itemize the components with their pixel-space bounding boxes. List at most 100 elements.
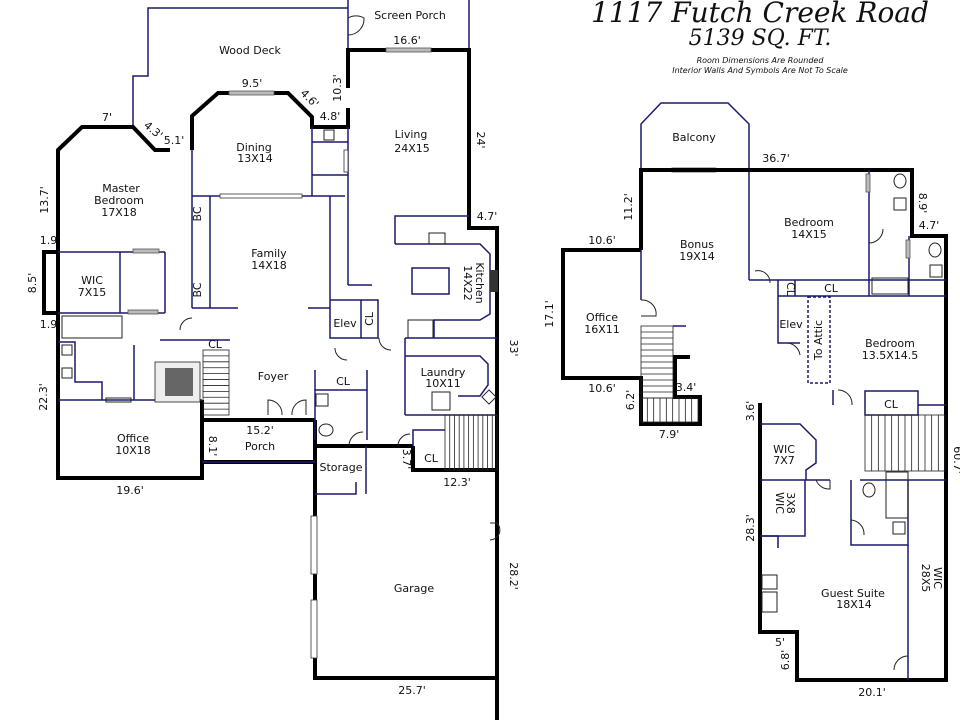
dimension-label: 20.1': [858, 686, 886, 699]
room-office-size: 10X18: [115, 444, 151, 457]
door-arc: [868, 228, 884, 244]
dimension-label: 25.7': [398, 684, 426, 697]
room-bedroom-1-name: Bedroom: [784, 216, 834, 229]
bath-wall: [850, 480, 909, 546]
garage-window-icon: [310, 515, 318, 575]
dimension-label: 1.9': [40, 318, 61, 331]
staircase-icon: [202, 349, 230, 416]
room-guest-suite-name: Guest Suite: [821, 587, 885, 600]
property-address-title: 1117 Futch Creek Road: [591, 0, 929, 29]
room-family-name: Family: [251, 247, 287, 260]
door-arc: [378, 337, 392, 351]
wic-wall: [760, 423, 817, 480]
door-arc: [334, 347, 348, 361]
window-icon: [343, 149, 349, 173]
room-foyer: Foyer: [258, 370, 289, 383]
room-master-size: 17X18: [101, 206, 137, 219]
room-guest-suite-size: 18X14: [836, 598, 872, 611]
room-wood-deck: Wood Deck: [219, 44, 281, 57]
room-office-name: Office: [117, 432, 149, 445]
attic-access-label: To Attic: [812, 320, 825, 361]
sink-icon: [929, 264, 943, 278]
dimension-label: 7': [102, 111, 112, 124]
rounding-note: Room Dimensions Are Rounded: [696, 56, 824, 65]
room-living-name: Living: [395, 128, 428, 141]
window-icon: [865, 173, 871, 193]
room-office-size: 16X11: [584, 323, 620, 336]
room-family-size: 14X18: [251, 259, 287, 272]
dimension-label: 19.6': [116, 484, 144, 497]
sink-icon: [481, 389, 497, 405]
room-bonus-name: Bonus: [680, 238, 714, 251]
bathtub-icon: [871, 277, 909, 295]
dimension-label: 5': [775, 636, 785, 649]
sink-icon: [428, 232, 446, 245]
dimension-label: 4.7': [477, 210, 498, 223]
scale-note: Interior Walls And Symbols Are Not To Sc…: [672, 66, 848, 75]
fireplace-hearth: [165, 368, 193, 396]
second-floor-exterior-wall: [639, 168, 948, 682]
room-wic-size: 7X15: [78, 286, 107, 299]
closet-label: CL: [884, 398, 899, 411]
dimension-label: 28.3': [744, 514, 757, 542]
elevator-wall: [777, 296, 800, 344]
room-living-size: 24X15: [394, 142, 430, 155]
room-bonus-size: 19X14: [679, 250, 715, 263]
room-bedroom-2-name: Bedroom: [865, 337, 915, 350]
dimension-label: 4.8': [320, 110, 341, 123]
closet-label: CL: [208, 338, 223, 351]
living-exterior-wall: [346, 48, 499, 720]
closet-label: CL: [824, 282, 839, 295]
window-icon: [127, 309, 159, 315]
door-arc: [787, 342, 801, 356]
door-arc: [893, 655, 909, 671]
room-wic-3-size: 28X5: [919, 564, 932, 593]
dimension-label: 5.1': [164, 134, 185, 147]
square-footage: 5139 SQ. FT.: [688, 26, 832, 51]
room-laundry-size: 10X11: [425, 377, 461, 390]
storage-wall: [315, 482, 357, 495]
closet-label: CL: [784, 282, 797, 297]
kitchenette-wall: [760, 535, 779, 548]
sink-icon: [61, 344, 73, 356]
kitchen-island: [411, 267, 450, 295]
room-master-name-2: Bedroom: [94, 194, 144, 207]
dimension-label: 24': [474, 131, 487, 148]
window-icon: [905, 239, 911, 259]
second-floor-plan: Balcony Bonus 19X14 Bedroom 14X15 Office…: [543, 102, 960, 699]
toilet-icon: [862, 482, 876, 498]
dimension-label: 8.5': [26, 273, 39, 294]
dimension-label: 3.6': [744, 401, 757, 422]
closet-label: CL: [336, 375, 351, 388]
dining-exterior-wall: [190, 91, 350, 150]
toilet-icon: [318, 423, 334, 437]
balcony-outline: [640, 102, 750, 280]
dimension-label: 6.2': [624, 390, 637, 411]
dimension-label: 3.7': [400, 449, 413, 470]
door-arc: [837, 389, 853, 406]
room-wic-3-name: WIC: [931, 567, 944, 589]
sink-icon: [315, 393, 329, 407]
dimension-label: 6.8': [779, 650, 792, 671]
wood-deck-outline: [132, 7, 348, 127]
door-arc: [348, 431, 364, 447]
dimension-label: 13.7': [38, 186, 51, 214]
attic-stairs: [807, 296, 831, 384]
dimension-label: 33': [507, 339, 520, 356]
dimension-label: 4.7': [919, 219, 940, 232]
closet-wall: [412, 429, 445, 446]
room-bedroom-2-size: 13.5X14.5: [862, 349, 919, 362]
stove-icon: [761, 591, 778, 613]
dimension-label: 3.4': [676, 381, 697, 394]
closet-wall: [361, 299, 379, 339]
laundry-counter: [405, 355, 489, 397]
dimension-label: 22.3': [37, 383, 50, 411]
room-screen-porch: Screen Porch: [374, 9, 446, 22]
dimension-label: 28.2': [507, 562, 520, 590]
stair-treads: [871, 415, 939, 471]
dimension-label: 60.7': [951, 446, 960, 474]
appliance-icon: [407, 319, 434, 339]
window-icon: [132, 248, 160, 254]
room-dining-size: 13X14: [237, 152, 273, 165]
